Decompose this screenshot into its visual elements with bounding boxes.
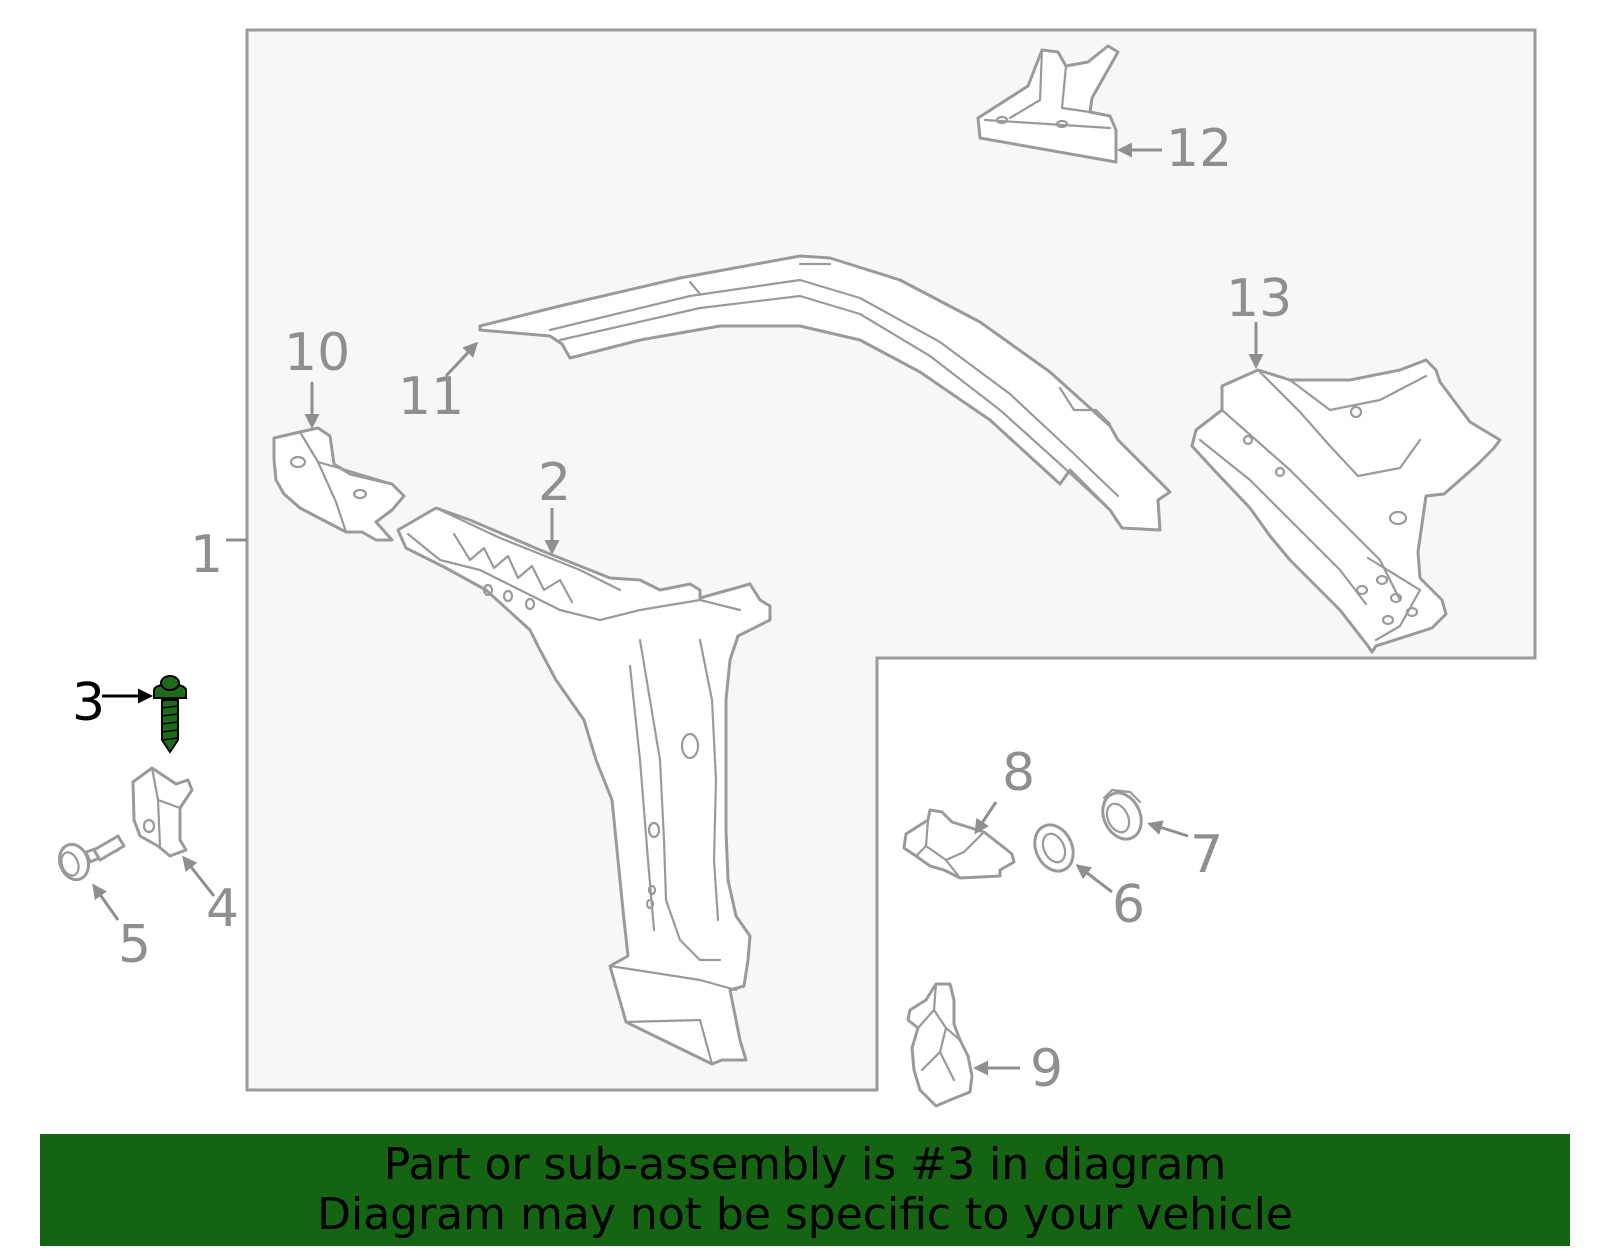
callout-6-label: 6 (1112, 875, 1145, 935)
info-banner: Part or sub-assembly is #3 in diagram Di… (40, 1134, 1570, 1246)
callout-7: 7 (1147, 820, 1223, 885)
banner-line-1: Part or sub-assembly is #3 in diagram (383, 1139, 1227, 1190)
callout-4-label: 4 (206, 879, 239, 939)
callout-7-label: 7 (1190, 825, 1223, 885)
callout-3: 3 (72, 673, 153, 733)
callout-13-label: 13 (1226, 269, 1292, 329)
callout-9: 9 (973, 1039, 1063, 1099)
callout-4: 4 (182, 855, 239, 939)
callout-3-label: 3 (72, 673, 105, 733)
callout-13: 13 (1226, 269, 1292, 369)
part-11-roof-rail[interactable] (478, 254, 1172, 532)
part-6-washer[interactable] (1028, 819, 1081, 878)
callout-6: 6 (1075, 864, 1145, 935)
callout-5: 5 (92, 883, 151, 975)
callout-8-label: 8 (1002, 743, 1035, 803)
callout-12-label: 12 (1166, 119, 1232, 179)
part-9-bracket[interactable] (906, 982, 974, 1108)
callout-9-label: 9 (1030, 1039, 1063, 1099)
part-2-center-pillar[interactable] (396, 506, 772, 1066)
callout-10: 10 (284, 323, 350, 429)
part-12-bracket[interactable] (976, 44, 1120, 164)
part-8-bracket[interactable] (902, 808, 1016, 880)
part-3-screw[interactable] (153, 675, 187, 754)
part-5-bolt[interactable] (55, 834, 126, 884)
part-4-bracket[interactable] (131, 766, 194, 858)
callout-11-label: 11 (398, 367, 464, 427)
part-10-bracket[interactable] (272, 426, 406, 542)
callout-2: 2 (538, 453, 571, 555)
assembly-group-panel (245, 28, 1537, 1092)
callout-1: 1 (190, 525, 247, 585)
callout-8: 8 (974, 743, 1035, 835)
callout-1-label: 1 (190, 525, 223, 585)
part-13-rear-panel[interactable] (1190, 358, 1502, 654)
callout-12: 12 (1117, 119, 1232, 179)
part-7-nut[interactable] (1096, 787, 1149, 846)
callout-2-label: 2 (538, 453, 571, 513)
callout-11: 11 (398, 341, 479, 427)
callout-10-label: 10 (284, 323, 350, 383)
callout-5-label: 5 (118, 915, 151, 975)
banner-line-2: Diagram may not be specific to your vehi… (317, 1189, 1293, 1240)
